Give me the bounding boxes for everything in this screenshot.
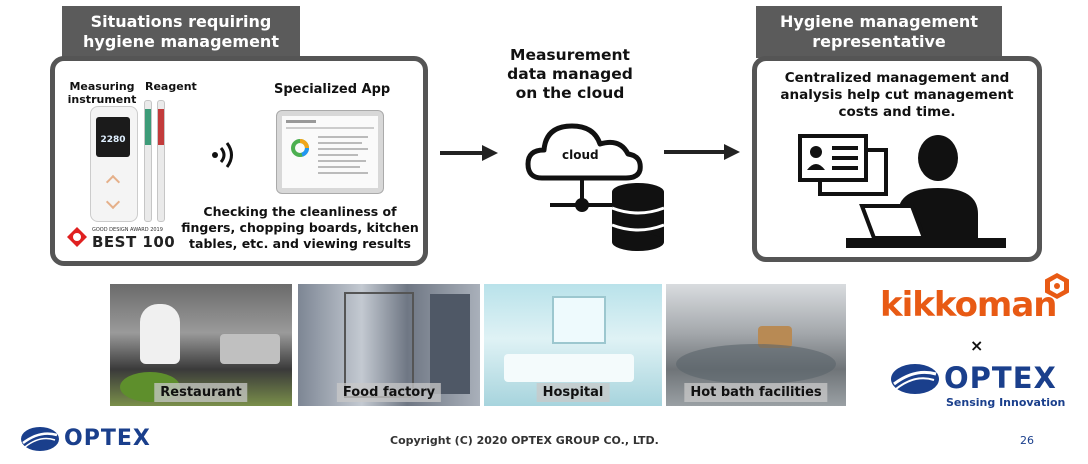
measuring-instrument-label: Measuring instrument: [67, 80, 137, 106]
cloud-database-icon: [520, 110, 670, 260]
right-header-line1: Hygiene management: [780, 12, 978, 31]
food-factory-photo: Food factory: [298, 284, 480, 406]
arrow-right-icon-2: [664, 142, 740, 162]
cloud-caption: Measurement data managed on the cloud: [507, 46, 633, 102]
hot-bath-photo: Hot bath facilities: [666, 284, 846, 406]
good-design-award-icon: [66, 226, 88, 248]
page-number: 26: [1020, 434, 1034, 447]
wireless-signal-icon: [210, 140, 238, 170]
measuring-device-image: 2280: [90, 106, 138, 222]
kikkoman-hexagon-icon: [1044, 272, 1070, 300]
device-button-icon: [105, 174, 121, 190]
donut-chart-icon: [290, 138, 310, 158]
photo-label-restaurant: Restaurant: [154, 383, 248, 402]
award-small-text: GOOD DESIGN AWARD 2019: [92, 227, 163, 233]
device-screen: 2280: [96, 117, 130, 157]
reagent-label: Reagent: [145, 80, 197, 93]
photo-label-hospital: Hospital: [536, 383, 610, 402]
footer-copyright: Copyright (C) 2020 OPTEX GROUP CO., LTD.: [390, 434, 659, 447]
reagent-stick-image-2: [157, 100, 165, 222]
right-panel-header: Hygiene management representative: [756, 6, 1002, 58]
kikkoman-logo: kikkoman: [880, 285, 1058, 325]
footer-optex-logo: OPTEX: [64, 426, 151, 451]
device-button-icon-2: [105, 194, 121, 210]
times-symbol: ×: [970, 336, 984, 355]
optex-logo-icon: [890, 362, 940, 396]
tablet-app-image: [276, 110, 384, 194]
hospital-photo: Hospital: [484, 284, 662, 406]
representative-at-desk-icon: [780, 130, 1010, 254]
left-header-line2: hygiene management: [83, 32, 279, 51]
arrow-right-icon: [440, 143, 498, 163]
left-description: Checking the cleanliness of fingers, cho…: [181, 204, 419, 251]
sensing-innovation-tagline: Sensing Innovation: [946, 396, 1066, 409]
optex-brand-logo: OPTEX: [944, 361, 1057, 395]
left-header-line1: Situations requiring: [90, 12, 272, 31]
award-best-text: BEST 100: [92, 233, 176, 251]
right-header-line2: representative: [812, 32, 946, 51]
restaurant-photo: Restaurant: [110, 284, 292, 406]
reagent-stick-image: [144, 100, 152, 222]
right-description: Centralized management and analysis help…: [780, 70, 1014, 120]
specialized-app-label: Specialized App: [274, 82, 391, 97]
footer-optex-logo-icon: [20, 426, 60, 452]
photo-label-hot-bath: Hot bath facilities: [684, 383, 828, 402]
left-panel-header: Situations requiring hygiene management: [62, 6, 300, 58]
device-reading: 2280: [100, 135, 126, 145]
photo-label-food-factory: Food factory: [336, 383, 442, 402]
cloud-label: cloud: [562, 148, 599, 162]
